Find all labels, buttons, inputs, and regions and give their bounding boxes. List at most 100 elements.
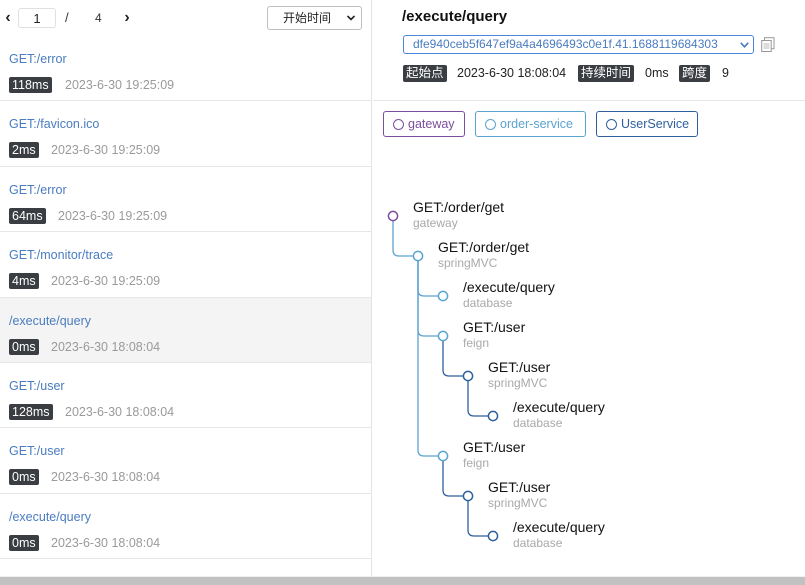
trace-time: 2023-6-30 19:25:09 xyxy=(51,143,161,158)
span-title: /execute/query xyxy=(513,399,605,415)
span-node-marker[interactable] xyxy=(462,490,474,502)
span-title: GET:/user xyxy=(488,359,551,375)
span-node-marker[interactable] xyxy=(412,250,424,262)
span-connector xyxy=(417,261,438,337)
span-subtitle: database xyxy=(513,536,563,550)
trace-list-item[interactable]: GET:/favicon.ico 2ms 2023-6-30 19:25:09 xyxy=(0,101,371,167)
divider xyxy=(373,100,805,101)
span-title: GET:/user xyxy=(463,439,526,455)
span-label-badge: 跨度 xyxy=(679,65,711,82)
duration-badge: 64ms xyxy=(9,207,46,224)
pagination-bar: ‹ / 4 › 开始时间 xyxy=(0,0,371,36)
chevron-right-icon[interactable]: › xyxy=(124,9,130,26)
service-filter-label: order-service xyxy=(500,117,573,131)
scrollbar-thumb[interactable] xyxy=(0,577,805,585)
span-connector xyxy=(467,381,488,417)
span-title: /execute/query xyxy=(463,279,555,295)
trace-name: /execute/query xyxy=(9,313,91,328)
trace-name: GET:/user xyxy=(9,444,65,459)
span-node-marker[interactable] xyxy=(387,210,399,222)
trace-time: 2023-6-30 19:25:09 xyxy=(58,208,168,223)
span-subtitle: springMVC xyxy=(438,256,498,270)
circle-icon xyxy=(485,119,496,130)
chevron-left-icon[interactable]: ‹ xyxy=(5,9,11,26)
circle-icon xyxy=(606,119,617,130)
trace-name: GET:/error xyxy=(9,52,67,66)
horizontal-scrollbar[interactable] xyxy=(0,576,805,585)
trace-time: 2023-6-30 18:08:04 xyxy=(51,339,161,354)
chevron-down-icon xyxy=(740,42,749,48)
span-title: /execute/query xyxy=(513,519,605,535)
trace-time: 2023-6-30 19:25:09 xyxy=(65,78,175,92)
span-node-marker[interactable] xyxy=(437,330,449,342)
span-title: GET:/order/get xyxy=(438,239,529,255)
span-subtitle: gateway xyxy=(413,216,458,230)
span-node-marker[interactable] xyxy=(487,530,499,542)
detail-title: /execute/query xyxy=(402,8,508,25)
span-subtitle: springMVC xyxy=(488,376,548,390)
chevron-down-icon xyxy=(347,15,355,21)
copy-icon[interactable] xyxy=(761,37,775,52)
trace-detail-panel: /execute/query dfe940ceb5f647ef9a4a46964… xyxy=(373,0,805,576)
trace-time: 2023-6-30 18:08:04 xyxy=(51,535,161,550)
service-filter-label: gateway xyxy=(408,117,455,131)
duration-badge: 0ms xyxy=(9,469,39,486)
span-node-marker[interactable] xyxy=(437,290,449,302)
span-title: GET:/order/get xyxy=(413,199,504,215)
span-title: GET:/user xyxy=(463,319,526,335)
service-filter-button[interactable]: order-service xyxy=(475,111,586,137)
trace-name: GET:/favicon.ico xyxy=(9,117,100,132)
trace-list-item[interactable]: /execute/query 0ms 2023-6-30 18:08:04 xyxy=(0,297,371,363)
trace-name: GET:/user xyxy=(9,378,65,393)
page-separator: / xyxy=(65,10,69,25)
duration-label-badge: 持续时间 xyxy=(578,65,635,82)
span-subtitle: feign xyxy=(463,336,489,350)
duration-badge: 128ms xyxy=(9,403,53,420)
span-node-marker[interactable] xyxy=(437,450,449,462)
span-subtitle: database xyxy=(463,296,513,310)
sort-select[interactable]: 开始时间 xyxy=(267,6,362,30)
total-pages: 4 xyxy=(95,11,102,25)
trace-time: 2023-6-30 18:08:04 xyxy=(65,404,175,419)
span-node-marker[interactable] xyxy=(462,370,474,382)
trace-name: GET:/monitor/trace xyxy=(9,248,114,263)
span-connector xyxy=(417,261,438,457)
span-subtitle: feign xyxy=(463,456,489,470)
duration-badge: 4ms xyxy=(9,273,39,290)
circle-icon xyxy=(393,119,404,130)
trace-list-item[interactable]: GET:/monitor/trace 4ms 2023-6-30 19:25:09 xyxy=(0,232,371,298)
span-node-marker[interactable] xyxy=(487,410,499,422)
span-connector xyxy=(392,221,413,257)
trace-time: 2023-6-30 19:25:09 xyxy=(51,274,161,289)
service-filter-button[interactable]: UserService xyxy=(596,111,698,137)
page-number-input[interactable] xyxy=(18,8,56,28)
span-connector xyxy=(442,341,463,377)
trace-id-select[interactable]: dfe940ceb5f647ef9a4a4696493c0e1f.41.1688… xyxy=(403,35,754,54)
trace-list-item[interactable]: GET:/user 128ms 2023-6-30 18:08:04 xyxy=(0,363,371,429)
duration-badge: 2ms xyxy=(9,142,39,159)
span-title: GET:/user xyxy=(488,479,551,495)
service-filter-label: UserService xyxy=(621,117,690,131)
span-subtitle: database xyxy=(513,416,563,430)
duration-badge: 0ms xyxy=(9,338,39,355)
span-connector xyxy=(467,501,488,537)
span-connector xyxy=(417,261,438,297)
span-subtitle: springMVC xyxy=(488,496,548,510)
duration-value: 0ms xyxy=(645,66,669,80)
service-filter-button[interactable]: gateway xyxy=(383,111,465,137)
